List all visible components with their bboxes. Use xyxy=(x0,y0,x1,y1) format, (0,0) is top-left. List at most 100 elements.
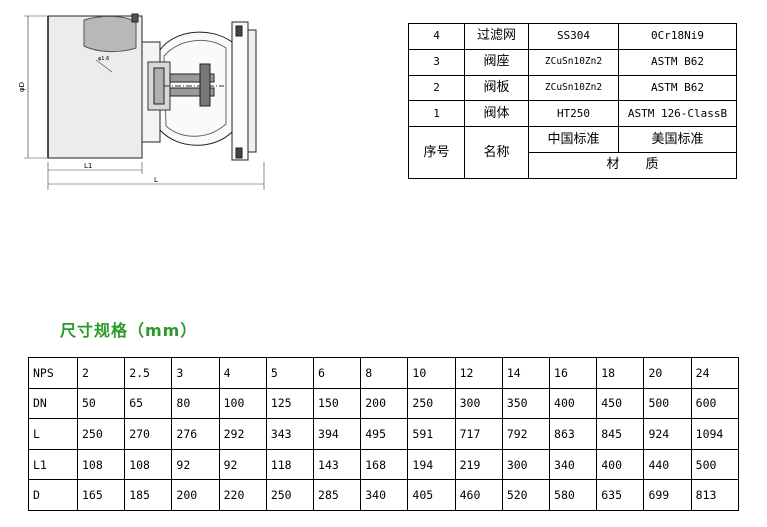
cn-standard: ZCuSn10Zn2 xyxy=(528,74,619,102)
right-flange xyxy=(231,21,249,161)
table-cell: 591 xyxy=(407,418,456,450)
table-cell: 270 xyxy=(124,418,173,450)
row-label: D xyxy=(28,479,78,511)
row-label: L1 xyxy=(28,448,78,481)
row-label: DN xyxy=(28,387,78,420)
table-cell: 792 xyxy=(501,418,551,450)
table-cell: 108 xyxy=(76,448,126,481)
table-cell: 219 xyxy=(454,448,503,481)
table-cell: 165 xyxy=(76,479,126,511)
row-label: L xyxy=(28,418,78,450)
table-cell: 92 xyxy=(218,448,267,481)
us-standard: ASTM 126-ClassB xyxy=(618,100,737,128)
table-cell: 20 xyxy=(643,357,692,389)
part-no: 1 xyxy=(408,100,465,128)
mesh-screen xyxy=(83,15,137,53)
table-cell: 340 xyxy=(549,448,598,481)
table-cell: 440 xyxy=(643,448,692,481)
table-cell: 717 xyxy=(454,418,503,450)
table-row: 3 阀座 ZCuSn10Zn2 ASTM B62 xyxy=(408,48,737,76)
table-cell: 292 xyxy=(218,418,267,450)
table-cell: 185 xyxy=(124,479,173,511)
table-cell: 16 xyxy=(549,357,598,389)
table-cell: 699 xyxy=(643,479,692,511)
dim-label-l: L xyxy=(154,176,158,184)
table-cell: 4 xyxy=(218,357,267,389)
table-cell: 863 xyxy=(549,418,598,450)
table-cell: 250 xyxy=(76,418,126,450)
table-cell: 1094 xyxy=(690,418,740,450)
table-cell: 14 xyxy=(501,357,551,389)
table-cell: 635 xyxy=(596,479,645,511)
table-cell: 343 xyxy=(265,418,315,450)
table-row: 4 过滤网 SS304 0Cr18Ni9 xyxy=(408,23,737,50)
part-no: 4 xyxy=(408,23,465,50)
valve-section-drawing: φD L1 L φ1.6 xyxy=(18,13,265,190)
table-cell: 12 xyxy=(454,357,503,389)
table-cell: 285 xyxy=(313,479,362,511)
table-cell: 92 xyxy=(171,448,220,481)
table-cell: 394 xyxy=(313,418,362,450)
us-standard: ASTM B62 xyxy=(618,74,737,102)
table-cell: 8 xyxy=(360,357,409,389)
table-cell: 200 xyxy=(360,387,409,420)
table-cell: 6 xyxy=(313,357,362,389)
table-cell: 100 xyxy=(218,387,267,420)
table-cell: 18 xyxy=(596,357,645,389)
dimensions-title: 尺寸规格（mm） xyxy=(60,321,198,340)
table-cell: 250 xyxy=(265,479,315,511)
table-cell: 400 xyxy=(549,387,598,420)
table-header-row: 序号 名称 中国标准 美国标准 xyxy=(408,126,737,179)
material-table: 4 过滤网 SS304 0Cr18Ni9 3 阀座 ZCuSn10Zn2 AST… xyxy=(408,23,737,179)
callout-label: φ1.6 xyxy=(98,56,109,62)
table-cell: 220 xyxy=(218,479,267,511)
part-name: 阀板 xyxy=(464,74,529,102)
table-cell: 500 xyxy=(690,448,740,481)
header-cn-standard: 中国标准 xyxy=(528,126,619,154)
table-cell: 405 xyxy=(407,479,456,511)
cn-standard: SS304 xyxy=(528,23,619,50)
table-cell: 143 xyxy=(313,448,362,481)
table-cell: 194 xyxy=(407,448,456,481)
us-standard: 0Cr18Ni9 xyxy=(618,23,737,50)
cn-standard: ZCuSn10Zn2 xyxy=(528,48,619,76)
header-name: 名称 xyxy=(464,126,529,179)
table-cell: 10 xyxy=(407,357,456,389)
table-cell: 600 xyxy=(690,387,740,420)
table-cell: 108 xyxy=(124,448,173,481)
part-no: 2 xyxy=(408,74,465,102)
table-cell: 300 xyxy=(454,387,503,420)
us-standard: ASTM B62 xyxy=(618,48,737,76)
table-cell: 500 xyxy=(643,387,692,420)
dim-label-dia: φD xyxy=(18,82,26,92)
table-cell: 50 xyxy=(76,387,126,420)
cn-standard: HT250 xyxy=(528,100,619,128)
header-us-standard: 美国标准 xyxy=(618,126,737,154)
table-cell: 340 xyxy=(360,479,409,511)
table-row: 1 阀体 HT250 ASTM 126-ClassB xyxy=(408,100,737,128)
table-header-row: 材 质 xyxy=(409,152,737,179)
part-name: 阀体 xyxy=(464,100,529,128)
table-cell: 250 xyxy=(407,387,456,420)
table-cell: 400 xyxy=(596,448,645,481)
table-cell: 924 xyxy=(643,418,692,450)
table-cell: 200 xyxy=(171,479,220,511)
table-cell: 5 xyxy=(265,357,315,389)
table-cell: 350 xyxy=(501,387,551,420)
table-cell: 150 xyxy=(313,387,362,420)
table-cell: 80 xyxy=(171,387,220,420)
table-cell: 460 xyxy=(454,479,503,511)
table-cell: 580 xyxy=(549,479,598,511)
table-cell: 450 xyxy=(596,387,645,420)
table-cell: 300 xyxy=(501,448,551,481)
table-cell: 24 xyxy=(690,357,740,389)
part-name: 阀座 xyxy=(464,48,529,76)
table-cell: 276 xyxy=(171,418,220,450)
table-cell: 845 xyxy=(596,418,645,450)
row-label: NPS xyxy=(28,357,78,389)
table-cell: 168 xyxy=(360,448,409,481)
